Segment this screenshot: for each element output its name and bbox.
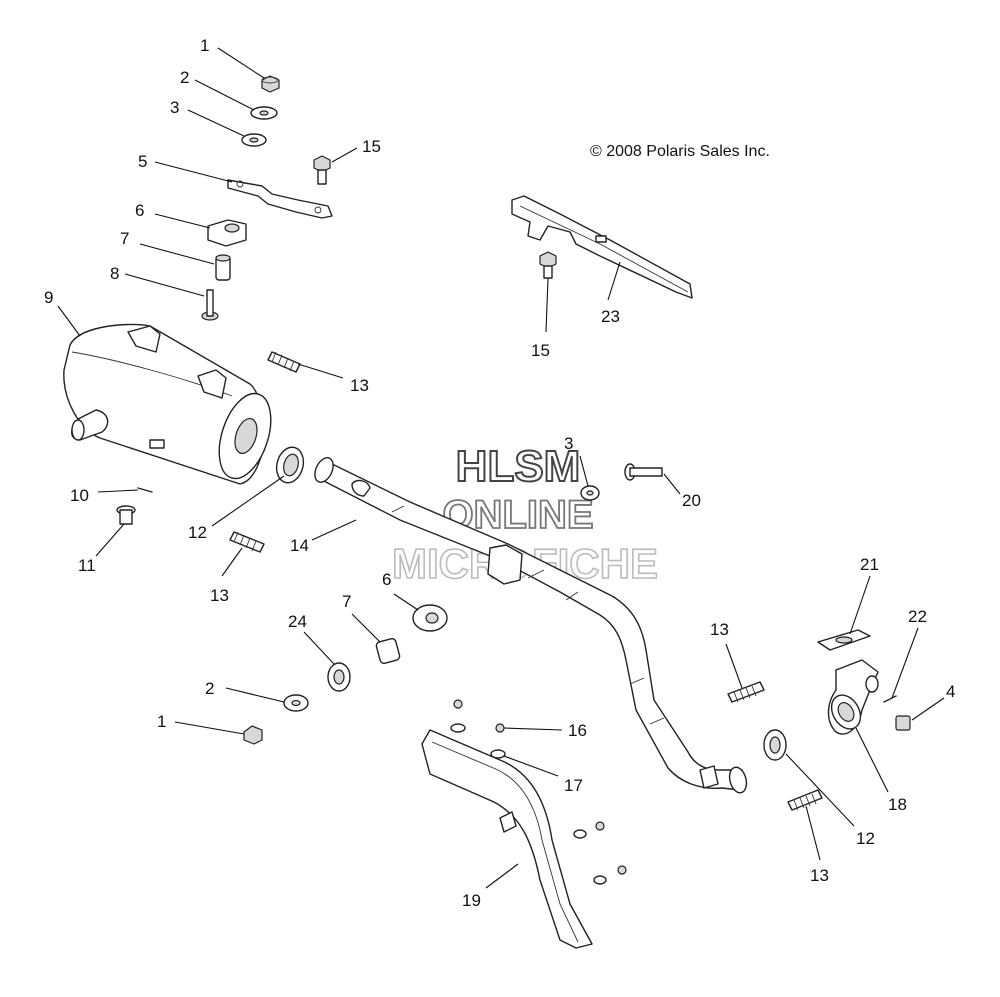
part-spring-right-lower — [787, 789, 823, 811]
callout-14: 14 — [290, 536, 309, 555]
callout-15-top: 15 — [362, 137, 381, 156]
callout-12-right: 12 — [856, 829, 875, 848]
callout-13-c: 13 — [710, 620, 729, 639]
callout-13-b: 13 — [210, 586, 229, 605]
part-bolt-20 — [624, 463, 663, 481]
callout-9: 9 — [44, 288, 53, 307]
part-flange-elbow — [827, 659, 879, 735]
part-head-pipe — [314, 457, 748, 794]
callout-labels: 1 2 3 15 5 6 7 8 9 13 10 11 12 13 14 15 … — [44, 36, 955, 910]
copyright-text: © 2008 Polaris Sales Inc. — [590, 143, 770, 160]
part-grommet-top — [241, 133, 267, 147]
part-spring-upper — [267, 351, 301, 373]
part-isolator-top — [207, 219, 247, 247]
part-sleeve-mid — [375, 637, 401, 665]
callout-13-a: 13 — [350, 376, 369, 395]
callout-18: 18 — [888, 795, 907, 814]
part-small-hardware — [450, 699, 627, 885]
callout-2-bottom: 2 — [205, 679, 214, 698]
part-heat-shield-bottom — [421, 729, 593, 949]
callout-23: 23 — [601, 307, 620, 326]
callout-2-top: 2 — [180, 68, 189, 87]
callout-1-top: 1 — [200, 36, 209, 55]
part-nut-bottom — [243, 725, 263, 745]
part-shoulder-bolt — [116, 505, 136, 525]
part-bracket — [227, 179, 333, 219]
callout-7-mid: 7 — [342, 592, 351, 611]
part-heat-shield-top — [511, 195, 693, 299]
callout-6-mid: 6 — [382, 570, 391, 589]
part-washer-top — [250, 106, 278, 120]
callout-3-mid: 3 — [564, 434, 573, 453]
callout-20: 20 — [682, 491, 701, 510]
part-clip-22 — [883, 695, 897, 703]
part-bolt-shield — [539, 251, 557, 279]
callout-4: 4 — [946, 682, 955, 701]
part-nut-top — [261, 75, 280, 93]
part-washer-24 — [327, 662, 351, 692]
part-bolt-top — [313, 155, 331, 185]
callout-21: 21 — [860, 555, 879, 574]
part-spring-right-upper — [727, 681, 765, 703]
part-muffler — [63, 323, 272, 485]
callout-3-top: 3 — [170, 98, 179, 117]
leader-lines — [57, 47, 945, 889]
part-spring-lower — [229, 531, 265, 553]
callout-8: 8 — [110, 264, 119, 283]
part-washer-bottom — [283, 694, 309, 712]
callout-13-d: 13 — [810, 866, 829, 885]
part-nut-4 — [895, 715, 911, 731]
callout-7-top: 7 — [120, 229, 129, 248]
callout-22: 22 — [908, 607, 927, 626]
part-gasket-21 — [817, 629, 871, 651]
part-sleeve-top — [215, 254, 231, 281]
part-grommet-mid — [580, 485, 600, 501]
part-isolator-mid — [412, 604, 448, 632]
callout-24: 24 — [288, 612, 307, 631]
callout-6-top: 6 — [135, 201, 144, 220]
watermark-line1: HLSM — [456, 442, 581, 491]
callout-1-bottom: 1 — [157, 712, 166, 731]
part-pin — [137, 487, 153, 493]
callout-17: 17 — [564, 776, 583, 795]
callout-10: 10 — [70, 486, 89, 505]
part-bolt-small — [201, 289, 219, 321]
callout-19: 19 — [462, 891, 481, 910]
callout-15-shield: 15 — [531, 341, 550, 360]
callout-5: 5 — [138, 152, 147, 171]
watermark: HLSM ONLINE MICROFICHE — [391, 441, 659, 588]
part-gasket-right — [763, 729, 787, 761]
callout-11: 11 — [78, 556, 96, 575]
part-gasket-left — [275, 446, 305, 484]
callout-16: 16 — [568, 721, 587, 740]
callout-12-left: 12 — [188, 523, 207, 542]
